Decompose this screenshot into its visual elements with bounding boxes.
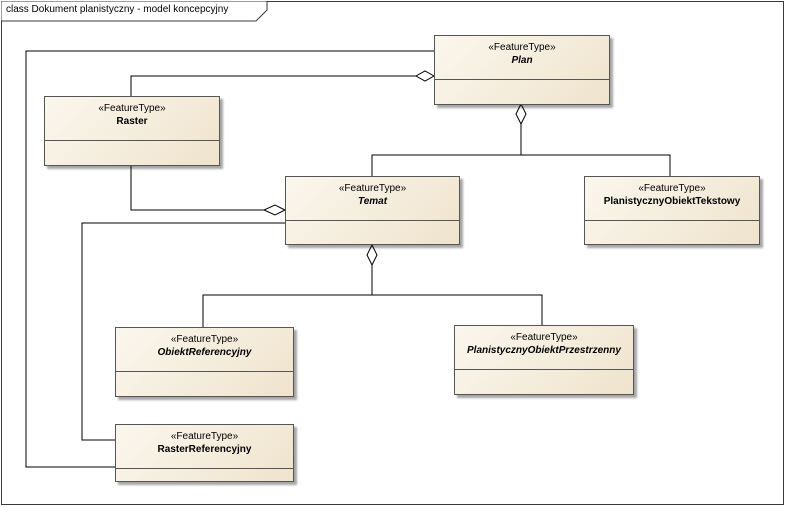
class-planistyczny-obiekt-tekstowy-name: PlanistycznyObiektTekstowy <box>603 196 741 207</box>
class-planistyczny-obiekt-przestrzenny-stereotype: «FeatureType» <box>510 332 578 343</box>
class-temat-name: Temat <box>357 196 388 207</box>
class-planistyczny-obiekt-przestrzenny[interactable]: «FeatureType» PlanistycznyObiektPrzestrz… <box>454 325 634 395</box>
edge-temat-rasterreferencyjny <box>81 222 285 441</box>
edge-plan-temat <box>371 154 671 176</box>
class-planistyczny-obiekt-przestrzenny-name: PlanistycznyObiektPrzestrzenny <box>467 345 621 356</box>
class-obiekt-referencyjny-stereotype: «FeatureType» <box>170 334 239 345</box>
class-raster[interactable]: «FeatureType» Raster <box>44 96 220 166</box>
class-raster-referencyjny[interactable]: «FeatureType» RasterReferencyjny <box>115 424 294 482</box>
aggregation-diamond-plan-raster <box>414 70 436 82</box>
edge-temat-children <box>202 294 543 327</box>
class-raster-referencyjny-header: «FeatureType» RasterReferencyjny <box>116 425 293 469</box>
class-temat-stereotype: «FeatureType» <box>338 183 407 194</box>
class-temat-header: «FeatureType» Temat <box>286 177 459 221</box>
class-planistyczny-obiekt-tekstowy-header: «FeatureType» PlanistycznyObiektTekstowy <box>585 177 759 221</box>
edge-temat-raster <box>130 166 264 211</box>
aggregation-diamond-temat-raster <box>262 204 287 216</box>
class-plan-name: Plan <box>511 55 533 66</box>
class-planistyczny-obiekt-przestrzenny-header: «FeatureType» PlanistycznyObiektPrzestrz… <box>455 326 633 370</box>
class-plan-stereotype: «FeatureType» <box>488 42 556 53</box>
aggregation-diamond-plan-children <box>515 102 527 126</box>
class-planistyczny-obiekt-tekstowy-stereotype: «FeatureType» <box>638 183 706 194</box>
class-raster-header: «FeatureType» Raster <box>45 97 219 141</box>
class-plan[interactable]: «FeatureType» Plan <box>434 35 610 105</box>
aggregation-diamond-temat-children <box>366 243 378 267</box>
class-temat[interactable]: «FeatureType» Temat <box>285 176 460 245</box>
class-raster-referencyjny-name: RasterReferencyjny <box>157 444 252 455</box>
class-obiekt-referencyjny-name: ObiektReferencyjny <box>157 347 252 358</box>
class-plan-header: «FeatureType» Plan <box>435 36 609 80</box>
class-raster-referencyjny-stereotype: «FeatureType» <box>170 431 239 442</box>
class-obiekt-referencyjny[interactable]: «FeatureType» ObiektReferencyjny <box>115 327 294 397</box>
class-obiekt-referencyjny-header: «FeatureType» ObiektReferencyjny <box>116 328 293 372</box>
class-planistyczny-obiekt-tekstowy[interactable]: «FeatureType» PlanistycznyObiektTekstowy <box>584 176 760 245</box>
class-raster-stereotype: «FeatureType» <box>98 103 166 114</box>
edge-plan-raster <box>130 75 416 97</box>
edge-plan-rasterreferencyjny <box>25 50 434 468</box>
class-raster-name: Raster <box>116 116 148 127</box>
frame-title-tab <box>1 1 268 22</box>
frame-title: class Dokument planistyczny - model konc… <box>6 4 229 15</box>
